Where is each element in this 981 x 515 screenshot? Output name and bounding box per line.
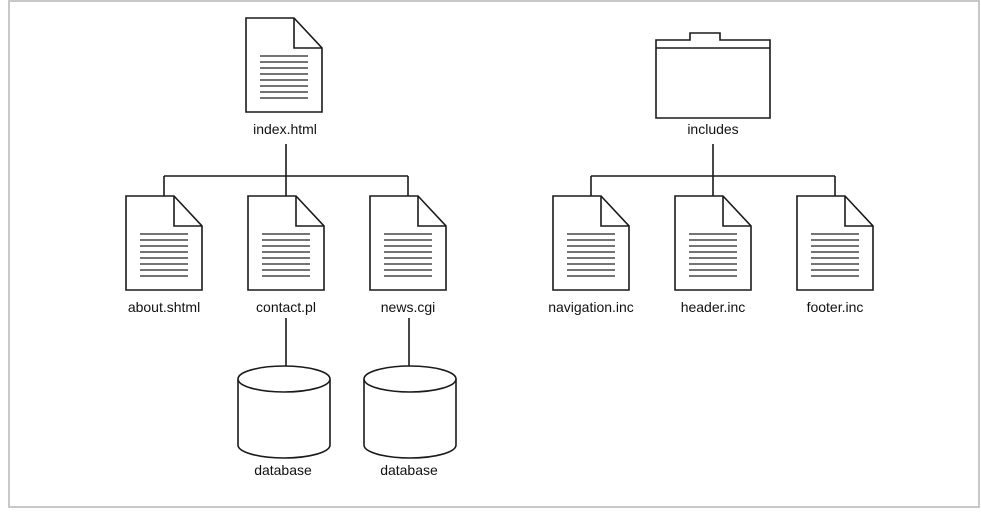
header-document-icon [674,195,752,291]
page-label-about: about.shtml [128,299,200,315]
news-document-icon [369,195,447,291]
includes-folder-label: includes [687,121,738,137]
page-label-news: news.cgi [381,299,435,315]
news-database-icon [363,365,457,459]
navigation-document-icon [552,195,630,291]
contact-document-icon [247,195,325,291]
database-label-contact: database [254,462,312,478]
include-label-footer: footer.inc [807,299,864,315]
footer-document-icon [796,195,874,291]
contact-database-icon [237,365,331,459]
include-label-navigation: navigation.inc [548,299,634,315]
connector-lines-left [163,144,410,378]
about-document-icon [125,195,203,291]
connector-lines-right [590,144,836,196]
frame-border [8,0,980,508]
includes-folder-icon [655,32,771,119]
index-document-icon [245,17,323,113]
index-file-label: index.html [253,121,317,137]
include-label-header: header.inc [681,299,746,315]
page-label-contact: contact.pl [256,299,316,315]
database-label-news: database [380,462,438,478]
